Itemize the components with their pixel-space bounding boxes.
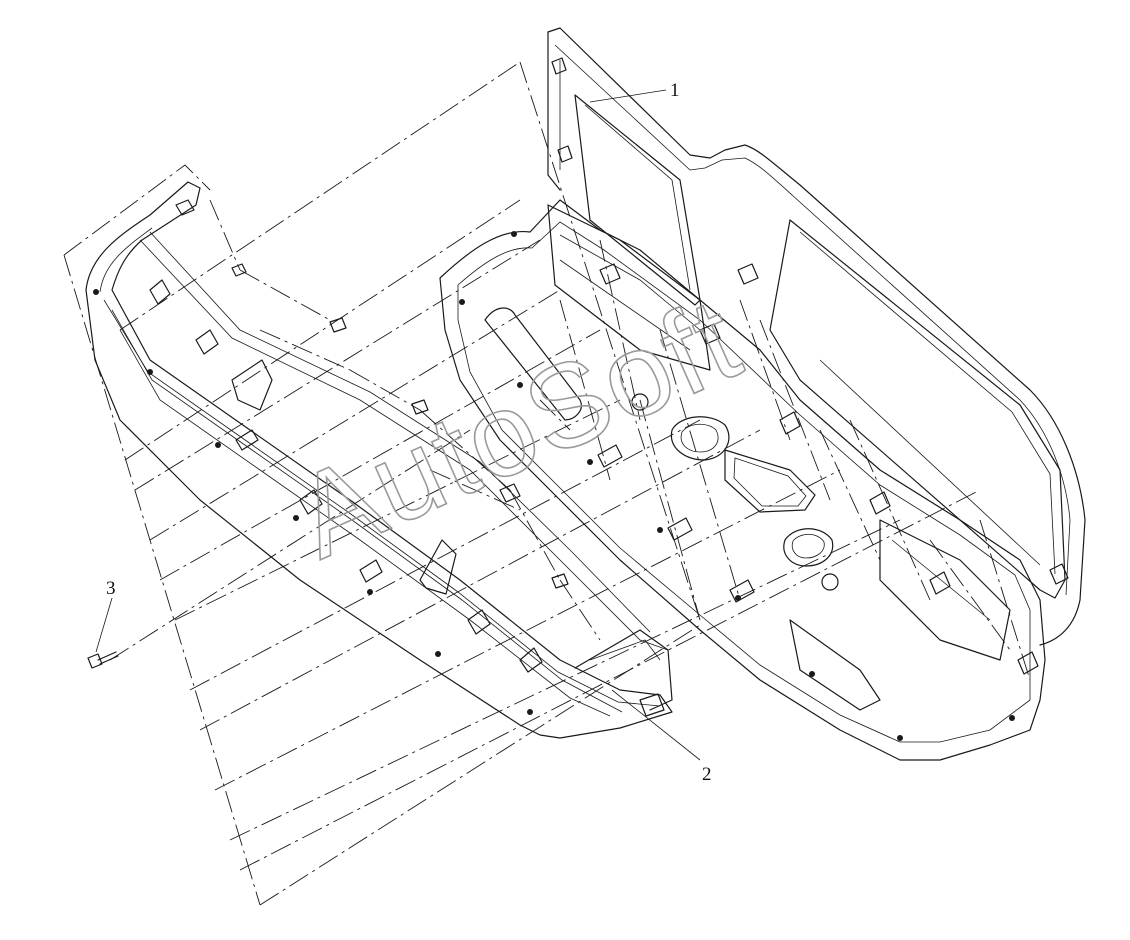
part-3-bolt bbox=[87, 651, 119, 669]
part-2-trim-panel bbox=[85, 181, 673, 739]
part-1-floor-panel bbox=[439, 27, 1086, 761]
callout-3: 3 bbox=[106, 578, 116, 599]
callout-1: 1 bbox=[670, 80, 680, 101]
callout-2: 2 bbox=[702, 764, 712, 785]
callout-leaders bbox=[95, 89, 701, 761]
assembly-guide-lines bbox=[63, 61, 1031, 906]
